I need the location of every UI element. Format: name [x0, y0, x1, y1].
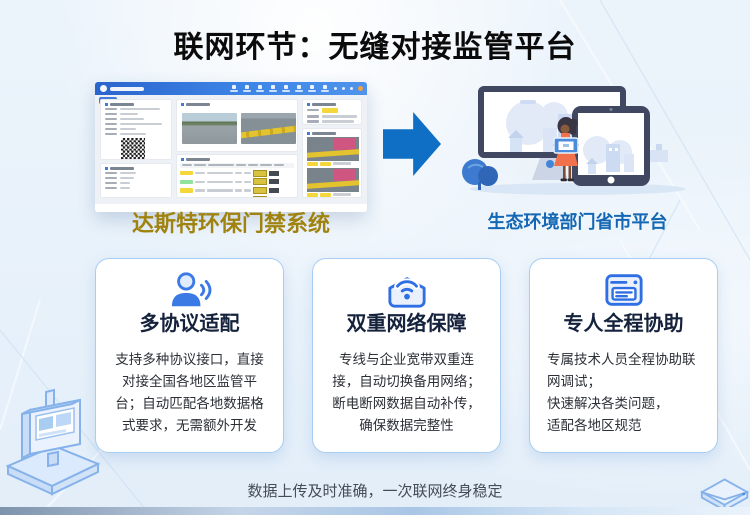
isometric-computer-illustration: [5, 388, 101, 496]
feature-body: 支持多种协议接口，直接对接全国各地区监管平台；自动匹配各地数据格式要求，无需额外…: [115, 352, 264, 433]
page-title: 联网环节：无缝对接监管平台: [173, 31, 577, 64]
capture-photos-panel: [302, 128, 362, 198]
feature-title: 多协议适配: [139, 313, 240, 335]
bush-illustration: [462, 159, 498, 190]
feature-body: 专属技术人员全程协助联网调试； 快速解决各类问题， 适配各地区规范: [547, 352, 696, 433]
capture-photo: [307, 136, 359, 161]
vehicle-info-panel: [100, 99, 172, 160]
right-arrow-icon: [383, 112, 441, 176]
dashboard-topbar: [95, 82, 367, 95]
small-building-illustration: [650, 144, 668, 162]
browser-window-icon: [604, 274, 643, 306]
platform-illustration: [462, 86, 686, 195]
dashboard-logo-icon: [100, 85, 107, 92]
person-illustration: [553, 117, 579, 182]
source-system-caption: 达斯特环保门禁系统: [131, 211, 330, 236]
target-platform-caption: 生态环境部门省市平台: [487, 212, 668, 232]
stats-panel: [100, 163, 172, 198]
dashboard-logo-text: [110, 86, 144, 91]
records-table-panel: [176, 154, 298, 198]
feature-title: 双重网络保障: [346, 313, 467, 335]
access-control-dashboard-screenshot: [95, 82, 367, 212]
footer-slogan: 数据上传及时准确，一次联网终身稳定: [247, 483, 503, 500]
feature-card-support: 专人全程协助 专属技术人员全程协助联网调试； 快速解决各类问题， 适配各地区规范: [529, 258, 718, 453]
camera-photo-barrier: [241, 113, 296, 144]
isometric-box-illustration: [700, 478, 750, 512]
dashboard-menu: [230, 85, 363, 92]
capture-photo: [307, 167, 359, 192]
qr-code: [121, 138, 145, 159]
camera-snapshot-panel: [176, 99, 298, 152]
bottom-accent-bar: [0, 507, 750, 515]
device-status-panel: [302, 99, 362, 125]
wifi-inbox-icon: [387, 277, 426, 308]
feature-card-network: 双重网络保障 专线与企业宽带双重连接，自动切换备用网络；断电断网数据自动补传，确…: [312, 258, 501, 453]
tablet-illustration: [572, 106, 650, 186]
feature-body: 专线与企业宽带双重连接，自动切换备用网络；断电断网数据自动补传，确保数据完整性: [332, 352, 481, 433]
dashboard-avatar: [358, 86, 363, 91]
camera-photo-road: [182, 113, 237, 144]
feature-title: 专人全程协助: [563, 313, 684, 335]
user-signal-icon: [171, 272, 211, 307]
feature-card-protocol: 多协议适配 支持多种协议接口，直接对接全国各地区监管平台；自动匹配各地数据格式要…: [95, 258, 284, 453]
